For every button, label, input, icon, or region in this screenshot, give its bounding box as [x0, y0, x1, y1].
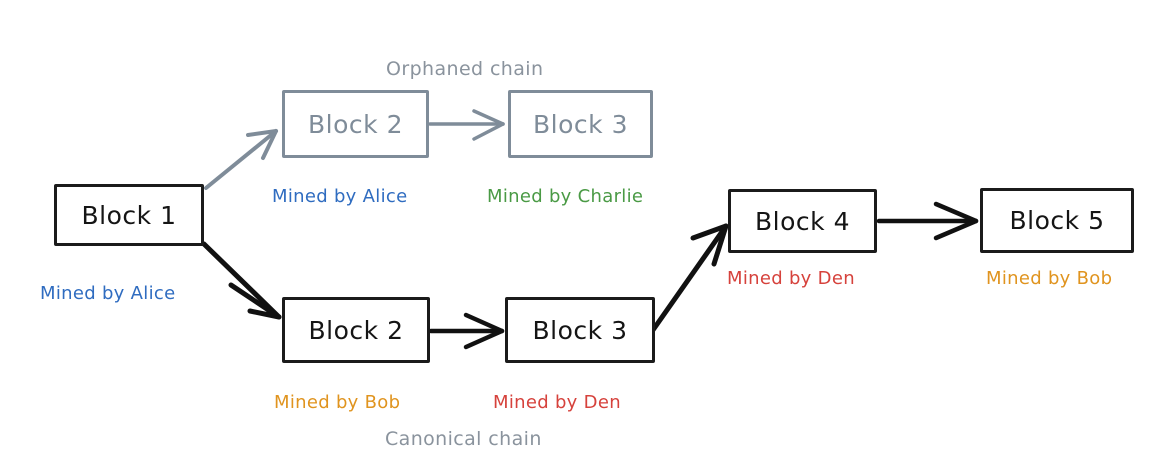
block-4-label: Block 4	[755, 206, 850, 236]
arrow-canonical-block3-to-block4	[650, 223, 729, 333]
block-2-orphaned-label: Block 2	[308, 109, 403, 139]
block-5[interactable]: Block 5	[980, 188, 1134, 253]
block-3-canonical-label: Block 3	[532, 315, 628, 345]
block-1[interactable]: Block 1	[54, 184, 204, 246]
arrow-canonical-block2-to-block3	[428, 312, 505, 350]
block-2-canonical-label: Block 2	[308, 315, 404, 345]
arrow-block1-to-canonical-block2	[201, 241, 282, 320]
arrow-block4-to-block5	[876, 201, 979, 241]
block-3-canonical[interactable]: Block 3	[505, 297, 655, 363]
block-2-orphaned-miner-caption: Mined by Alice	[272, 186, 408, 207]
block-3-orphaned-miner-caption: Mined by Charlie	[487, 186, 644, 207]
block-2-orphaned[interactable]: Block 2	[282, 90, 429, 158]
canonical-chain-title: Canonical chain	[385, 428, 542, 450]
block-1-label: Block 1	[81, 200, 177, 230]
arrow-orphaned-block2-to-block3	[428, 109, 505, 141]
block-2-canonical[interactable]: Block 2	[282, 297, 430, 363]
orphaned-chain-title: Orphaned chain	[386, 58, 544, 80]
block-3-orphaned-label: Block 3	[533, 109, 628, 139]
block-3-orphaned[interactable]: Block 3	[508, 90, 653, 158]
arrow-block1-to-orphaned-block2	[204, 129, 278, 190]
block-5-label: Block 5	[1009, 206, 1105, 235]
block-2-canonical-miner-caption: Mined by Bob	[274, 392, 401, 413]
block-3-canonical-miner-caption: Mined by Den	[493, 392, 621, 413]
block-4-miner-caption: Mined by Den	[727, 268, 855, 289]
block-1-miner-caption: Mined by Alice	[40, 283, 176, 304]
block-5-miner-caption: Mined by Bob	[986, 268, 1113, 289]
block-4[interactable]: Block 4	[728, 189, 877, 253]
